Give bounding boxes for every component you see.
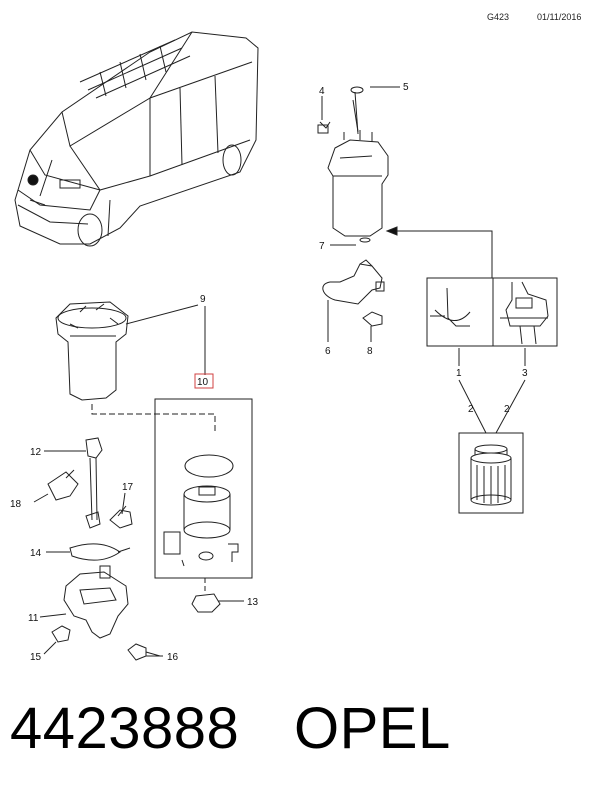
leader-9 bbox=[125, 304, 199, 325]
callout-10-highlight bbox=[194, 373, 214, 389]
service-kit-box bbox=[154, 398, 253, 579]
callout-6: 6 bbox=[325, 346, 331, 357]
van-illustration bbox=[14, 31, 259, 247]
fuel-hose bbox=[322, 259, 385, 305]
callout-2-right: 2 bbox=[504, 404, 510, 415]
part-14-clamp bbox=[69, 543, 131, 561]
dashed-connector bbox=[91, 404, 216, 432]
callout-8: 8 bbox=[367, 346, 373, 357]
pointer-arrowhead bbox=[385, 226, 398, 236]
part-12-sensor bbox=[85, 437, 103, 529]
callout-10: 10 bbox=[197, 377, 209, 388]
callout-17: 17 bbox=[122, 482, 134, 493]
callout-4: 4 bbox=[319, 86, 325, 97]
callout-12: 12 bbox=[30, 447, 42, 458]
filter-location-marker bbox=[27, 174, 39, 186]
diagram-date: 01/11/2016 bbox=[537, 12, 582, 22]
callout-3: 3 bbox=[522, 368, 528, 379]
fuel-filter-assembly-upper bbox=[317, 86, 389, 243]
part-13 bbox=[191, 593, 221, 613]
filter-element-box bbox=[458, 432, 524, 514]
filter-housing-9 bbox=[55, 301, 129, 401]
callout-18: 18 bbox=[10, 499, 22, 510]
part-15 bbox=[51, 625, 71, 643]
callout-16: 16 bbox=[167, 652, 179, 663]
callout-9: 9 bbox=[200, 294, 206, 305]
leader-lines bbox=[33, 86, 400, 657]
brand-name: OPEL bbox=[294, 696, 451, 761]
callout-1: 1 bbox=[456, 368, 462, 379]
callout-2-left: 2 bbox=[468, 404, 474, 415]
pointer-line bbox=[388, 230, 493, 278]
callout-15: 15 bbox=[30, 652, 42, 663]
part-16-bolt bbox=[127, 643, 161, 661]
diagram-code: G423 bbox=[487, 12, 510, 22]
callout-7: 7 bbox=[319, 241, 325, 252]
callout-14: 14 bbox=[30, 548, 42, 559]
detail-box bbox=[426, 277, 558, 347]
callout-11: 11 bbox=[28, 613, 39, 624]
leader-1-to-filter bbox=[458, 379, 487, 434]
part-8-clip bbox=[362, 311, 383, 327]
parts-diagram: 5 4 7 6 8 1 3 2 2 9 10 12 17 18 14 11 13… bbox=[10, 31, 558, 663]
callout-5: 5 bbox=[403, 82, 409, 93]
callout-13: 13 bbox=[247, 597, 259, 608]
part-11-bracket bbox=[63, 565, 129, 639]
part-17 bbox=[109, 505, 133, 529]
leader-3-to-filter bbox=[495, 379, 526, 434]
part-number: 4423888 bbox=[10, 696, 240, 761]
part-18 bbox=[47, 469, 79, 501]
